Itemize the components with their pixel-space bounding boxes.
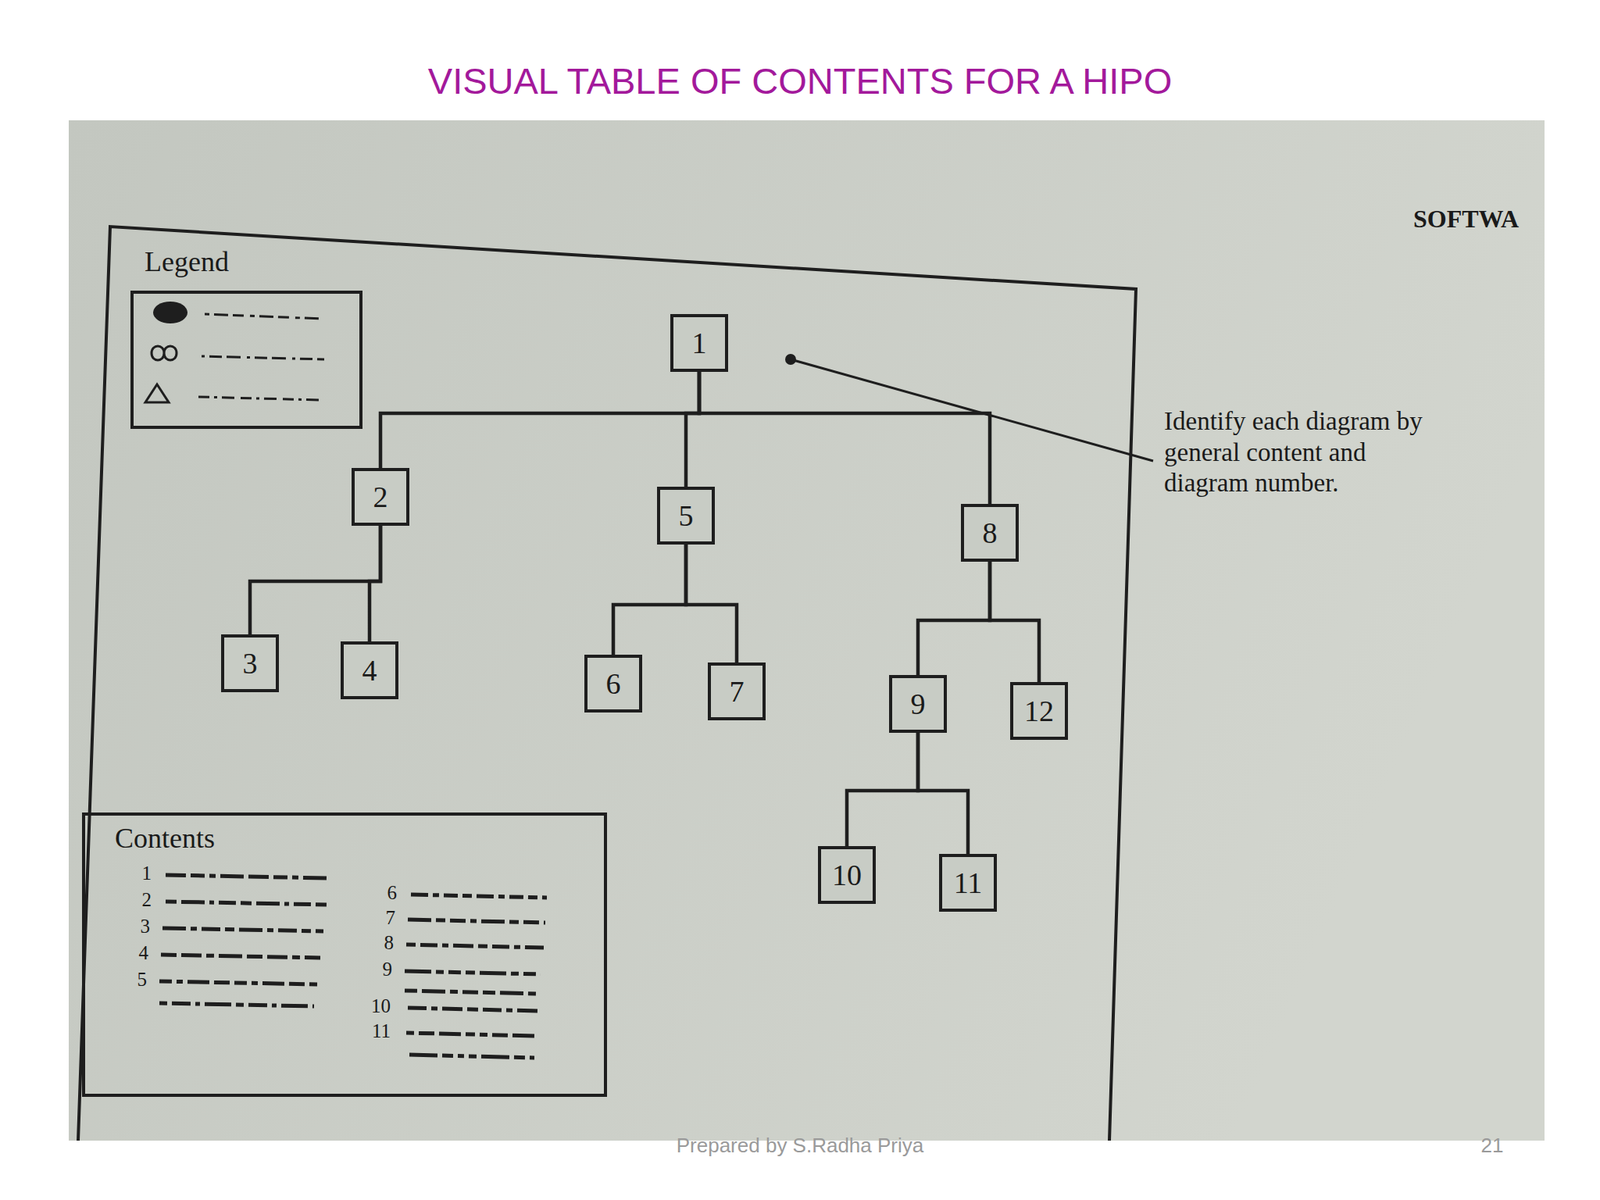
diagram-box: 3 — [221, 634, 279, 693]
diagram-box: 6 — [584, 654, 643, 713]
contents-number: 7 — [367, 907, 396, 930]
slide-title: VISUAL TABLE OF CONTENTS FOR A HIPO — [0, 59, 1600, 103]
page-frame — [78, 226, 1136, 1141]
diagram-box: 12 — [1010, 682, 1068, 740]
contents-number: 11 — [354, 1020, 391, 1043]
contents-box: Contents — [82, 812, 608, 1097]
tree-connector — [685, 544, 737, 663]
slide-footer: Prepared by S.Radha Priya — [0, 1134, 1600, 1158]
box-number: 1 — [692, 325, 708, 361]
box-number: 3 — [242, 646, 258, 681]
diagram-box: 7 — [707, 662, 766, 721]
diagram-box: 1 — [670, 314, 729, 372]
contents-number: 9 — [364, 958, 393, 982]
box-number: 9 — [910, 686, 926, 722]
tree-connector — [250, 525, 381, 635]
contents-number: 3 — [123, 915, 150, 939]
callout-note: Identify each diagram by general content… — [1164, 406, 1454, 500]
contents-number: 1 — [125, 862, 152, 886]
diagram-box: 8 — [960, 503, 1019, 562]
contents-lines — [159, 875, 547, 1058]
legend-heading: Legend — [144, 245, 229, 279]
tree-connector — [917, 732, 968, 854]
diagram-box: 10 — [817, 846, 876, 904]
photo-ground — [68, 120, 1545, 1141]
tree-connector — [699, 371, 990, 504]
tree-connector — [613, 544, 686, 655]
legend-symbols — [145, 301, 325, 403]
contents-heading: Contents — [114, 821, 215, 855]
tree-connector — [917, 561, 990, 675]
diagram-box: 5 — [657, 486, 715, 545]
diagram-box: 9 — [889, 675, 947, 733]
contents-number: 4 — [121, 942, 149, 965]
leader-line — [790, 359, 1154, 461]
tree-connector — [989, 561, 1040, 683]
box-number: 6 — [606, 666, 622, 701]
tree-connector — [846, 732, 918, 847]
box-number: 8 — [982, 515, 998, 550]
contents-number: 6 — [368, 882, 397, 905]
legend-box: Legend — [130, 290, 363, 429]
box-number: 2 — [373, 479, 389, 515]
contents-number: 8 — [365, 932, 394, 955]
box-number: 10 — [832, 857, 862, 893]
contents-number: 5 — [120, 968, 147, 992]
contents-number: 2 — [125, 889, 152, 912]
box-number: 7 — [729, 674, 745, 709]
diagram-box: 2 — [351, 467, 410, 526]
diagram-box: 4 — [340, 641, 399, 700]
box-number: 5 — [678, 498, 694, 533]
tree-connector — [380, 371, 700, 468]
tree-connector — [369, 525, 381, 642]
slide-number: 21 — [1468, 1134, 1516, 1158]
page-header: SOFTWA — [1413, 204, 1519, 234]
tree-connector — [685, 371, 700, 487]
contents-number: 10 — [354, 995, 391, 1018]
box-number: 12 — [1024, 693, 1054, 729]
box-number: 11 — [953, 865, 983, 900]
box-number: 4 — [362, 653, 378, 688]
diagram-box: 11 — [939, 853, 997, 912]
